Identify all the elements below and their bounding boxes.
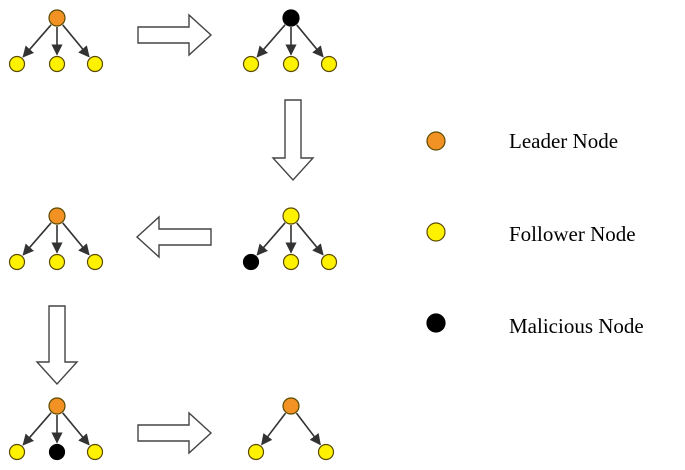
tree-t1 xyxy=(8,9,104,73)
tree-edge xyxy=(256,222,286,256)
tree-t4 xyxy=(8,207,104,271)
tree-edge xyxy=(62,24,90,58)
follower-node xyxy=(86,55,104,73)
transition-arrow-right xyxy=(137,13,213,57)
tree-edge xyxy=(22,222,52,256)
legend-leader-swatch xyxy=(426,131,446,151)
tree-states xyxy=(8,9,338,461)
transition-arrow-right xyxy=(137,411,213,455)
tree-t5 xyxy=(8,397,104,461)
tree-edge xyxy=(22,24,52,58)
follower-node xyxy=(282,253,300,271)
legend-malicious-label: Malicious Node xyxy=(509,314,644,338)
transition-arrow-down xyxy=(35,305,79,386)
legend-follower-label: Follower Node xyxy=(509,222,636,246)
follower-node xyxy=(8,55,26,73)
follower-node xyxy=(320,253,338,271)
legend-malicious-swatch xyxy=(426,313,446,333)
follower-node-root xyxy=(282,207,300,225)
follower-node xyxy=(247,443,265,461)
follower-node xyxy=(320,55,338,73)
malicious-node-root xyxy=(282,9,300,27)
leader-node-root xyxy=(282,397,300,415)
leader-node-root xyxy=(48,397,66,415)
follower-node xyxy=(8,443,26,461)
tree-edge xyxy=(62,222,90,256)
tree-edge xyxy=(261,412,287,446)
tree-edge xyxy=(256,24,286,58)
tree-edge xyxy=(22,412,52,446)
tree-edge xyxy=(296,222,324,256)
follower-node xyxy=(86,443,104,461)
tree-t3 xyxy=(242,207,338,271)
tree-t6 xyxy=(247,397,335,461)
malicious-node xyxy=(48,443,66,461)
malicious-node xyxy=(242,253,260,271)
leader-node-root xyxy=(48,9,66,27)
legend-follower-swatch xyxy=(426,222,446,242)
follower-node xyxy=(242,55,260,73)
leader-node-root xyxy=(48,207,66,225)
follower-node xyxy=(48,253,66,271)
follower-node xyxy=(317,443,335,461)
transition-arrow-left xyxy=(135,215,212,259)
tree-edge xyxy=(296,24,324,58)
tree-edge xyxy=(62,412,90,446)
tree-edge xyxy=(295,412,321,446)
transition-arrow-down xyxy=(271,99,315,182)
transition-arrows xyxy=(35,13,315,455)
legend-leader-label: Leader Node xyxy=(509,129,618,153)
follower-node xyxy=(48,55,66,73)
follower-node xyxy=(282,55,300,73)
follower-node xyxy=(86,253,104,271)
follower-node xyxy=(8,253,26,271)
legend: Leader Node Follower Node Malicious Node xyxy=(426,129,644,338)
tree-t2 xyxy=(242,9,338,73)
